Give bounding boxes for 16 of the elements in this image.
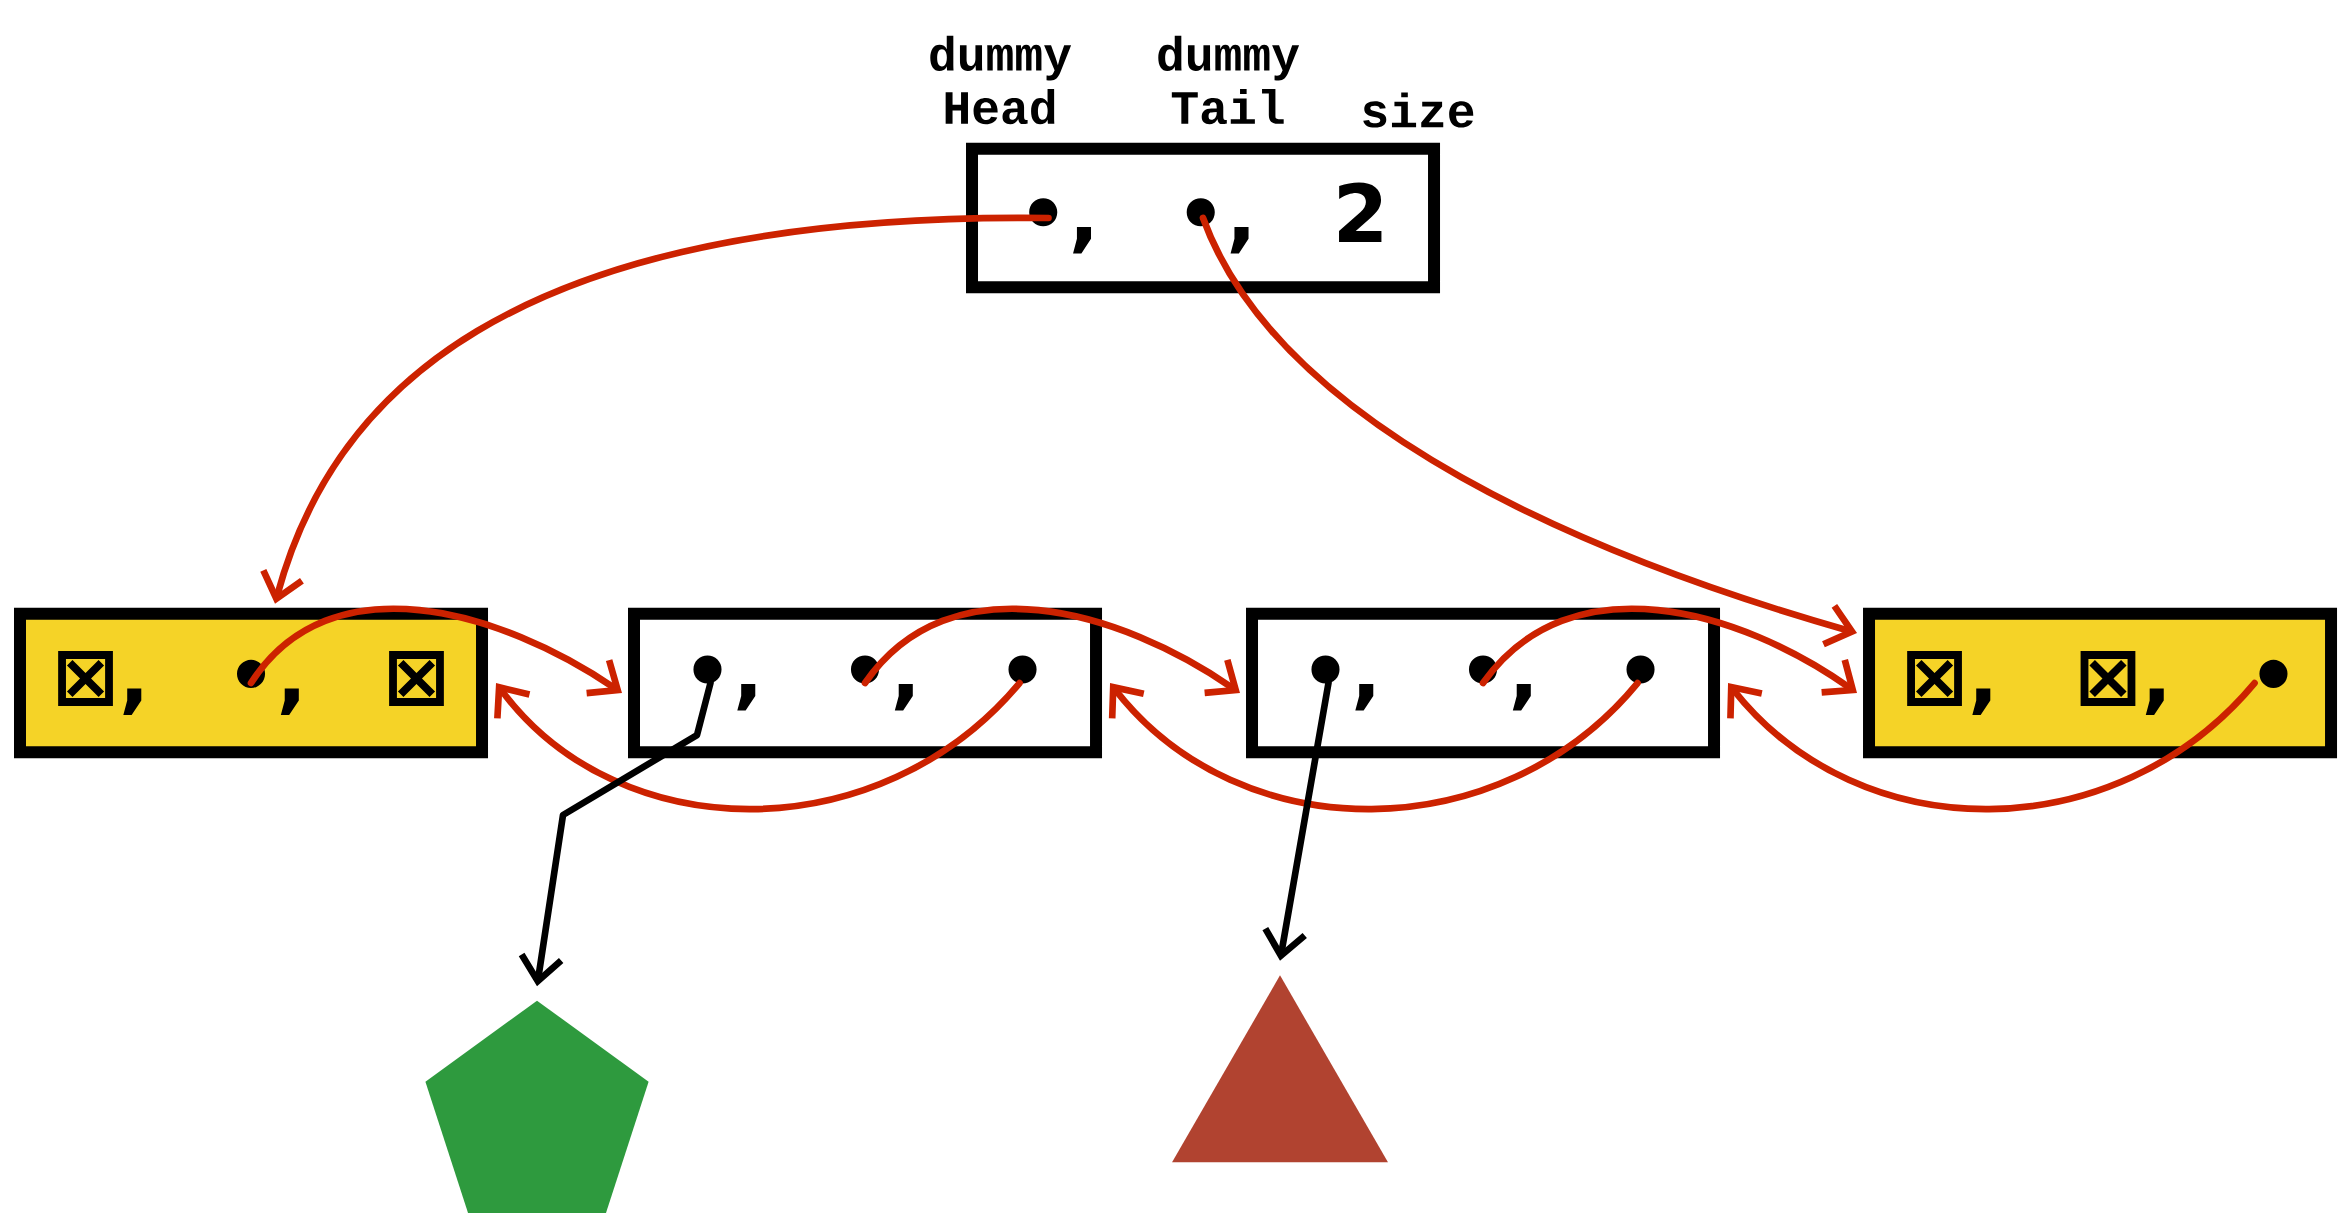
triangle-shape: [1172, 975, 1388, 1163]
arrow: [1108, 679, 1641, 813]
arrow: [1727, 679, 2258, 813]
field-caption: size: [1363, 92, 1474, 128]
pointer-box: ⊠, ⊠, •: [1863, 607, 2338, 759]
field-caption: dummy Tail: [1158, 35, 1300, 125]
arrow: [260, 214, 1052, 604]
arrow: [518, 679, 714, 987]
pentagon-shape: [425, 1000, 649, 1213]
arrow: [494, 679, 1023, 813]
arrow: [1262, 679, 1332, 961]
arrow: [1479, 605, 1857, 696]
arrow: [247, 605, 622, 697]
arrow: [861, 605, 1240, 697]
arrow: [1199, 214, 1858, 648]
field-caption: dummy Head: [930, 35, 1072, 125]
